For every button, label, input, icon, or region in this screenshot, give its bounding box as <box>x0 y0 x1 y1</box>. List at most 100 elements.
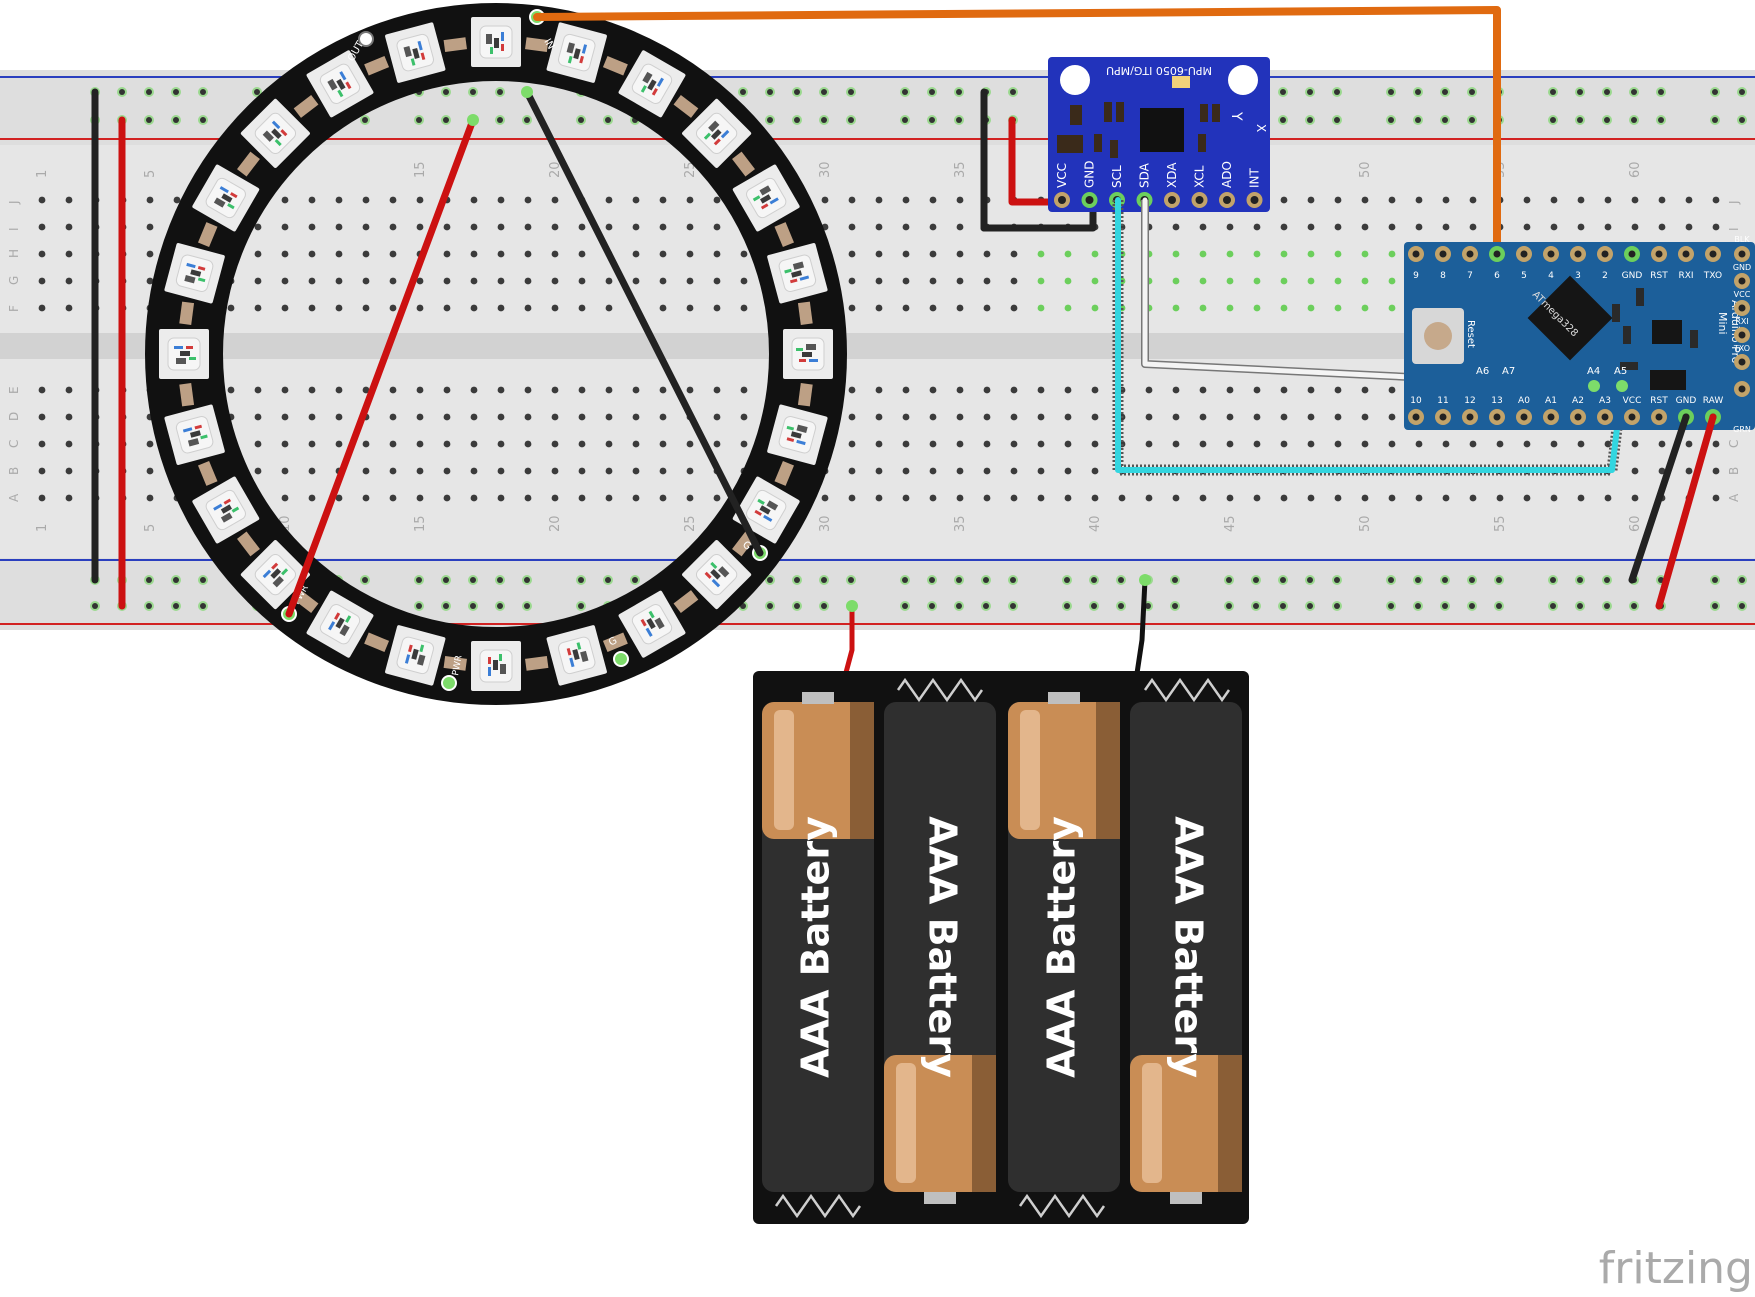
breadboard-hole[interactable] <box>1172 386 1180 394</box>
breadboard-hole[interactable] <box>1280 277 1288 285</box>
breadboard-hole[interactable] <box>551 467 559 475</box>
breadboard-hole[interactable] <box>1550 223 1558 231</box>
breadboard-hole[interactable] <box>497 467 505 475</box>
ring-power-wire[interactable] <box>285 116 477 618</box>
breadboard-hole[interactable] <box>713 386 721 394</box>
breadboard-hole[interactable] <box>551 196 559 204</box>
breadboard-hole[interactable] <box>605 494 613 502</box>
breadboard-hole[interactable] <box>281 277 289 285</box>
breadboard-hole[interactable] <box>578 494 586 502</box>
breadboard-hole[interactable] <box>1388 277 1396 285</box>
breadboard-hole[interactable] <box>605 413 613 421</box>
breadboard-hole[interactable] <box>389 413 397 421</box>
breadboard-hole[interactable] <box>281 494 289 502</box>
breadboard-hole[interactable] <box>1334 223 1342 231</box>
breadboard-hole[interactable] <box>1307 494 1315 502</box>
data-wire-orange[interactable] <box>533 6 1501 254</box>
breadboard-hole[interactable] <box>497 223 505 231</box>
breadboard-hole[interactable] <box>389 494 397 502</box>
breadboard-hole[interactable] <box>1361 386 1369 394</box>
breadboard-hole[interactable] <box>902 223 910 231</box>
breadboard-hole[interactable] <box>362 304 370 312</box>
breadboard-hole[interactable] <box>1172 277 1180 285</box>
breadboard-hole[interactable] <box>1388 250 1396 258</box>
breadboard-hole[interactable] <box>740 304 748 312</box>
breadboard-hole[interactable] <box>821 494 829 502</box>
arduino-reset-button[interactable] <box>1424 322 1452 350</box>
breadboard-hole[interactable] <box>1307 413 1315 421</box>
breadboard-hole[interactable] <box>1253 277 1261 285</box>
breadboard-hole[interactable] <box>470 304 478 312</box>
breadboard-hole[interactable] <box>1199 413 1207 421</box>
breadboard-hole[interactable] <box>524 223 532 231</box>
breadboard-hole[interactable] <box>1226 413 1234 421</box>
breadboard-hole[interactable] <box>335 413 343 421</box>
breadboard-hole[interactable] <box>875 277 883 285</box>
breadboard-hole[interactable] <box>362 250 370 258</box>
breadboard-hole[interactable] <box>443 413 451 421</box>
breadboard-hole[interactable] <box>362 223 370 231</box>
breadboard-hole[interactable] <box>902 494 910 502</box>
breadboard-hole[interactable] <box>497 386 505 394</box>
breadboard-hole[interactable] <box>1307 386 1315 394</box>
breadboard-hole[interactable] <box>1334 304 1342 312</box>
breadboard-hole[interactable] <box>929 250 937 258</box>
breadboard-hole[interactable] <box>956 250 964 258</box>
breadboard-hole[interactable] <box>1091 440 1099 448</box>
breadboard-hole[interactable] <box>1388 440 1396 448</box>
arduino-a5-pad[interactable] <box>1616 380 1628 392</box>
breadboard-hole[interactable] <box>497 250 505 258</box>
breadboard-hole[interactable] <box>524 467 532 475</box>
breadboard-hole[interactable] <box>1253 440 1261 448</box>
breadboard-hole[interactable] <box>1199 386 1207 394</box>
breadboard-hole[interactable] <box>1280 386 1288 394</box>
breadboard-hole[interactable] <box>1388 386 1396 394</box>
breadboard-hole[interactable] <box>173 196 181 204</box>
breadboard-hole[interactable] <box>416 440 424 448</box>
breadboard-hole[interactable] <box>254 304 262 312</box>
breadboard-hole[interactable] <box>308 250 316 258</box>
breadboard-hole[interactable] <box>875 304 883 312</box>
breadboard-hole[interactable] <box>281 386 289 394</box>
breadboard-hole[interactable] <box>1010 494 1018 502</box>
breadboard-hole[interactable] <box>1334 250 1342 258</box>
breadboard-hole[interactable] <box>65 223 73 231</box>
breadboard-hole[interactable] <box>524 277 532 285</box>
breadboard-hole[interactable] <box>740 250 748 258</box>
breadboard-hole[interactable] <box>578 223 586 231</box>
breadboard-hole[interactable] <box>308 440 316 448</box>
breadboard-hole[interactable] <box>659 277 667 285</box>
breadboard-hole[interactable] <box>713 304 721 312</box>
breadboard-hole[interactable] <box>65 413 73 421</box>
breadboard-hole[interactable] <box>1145 440 1153 448</box>
breadboard-hole[interactable] <box>578 304 586 312</box>
breadboard-hole[interactable] <box>1685 440 1693 448</box>
breadboard-hole[interactable] <box>551 304 559 312</box>
breadboard-hole[interactable] <box>1631 467 1639 475</box>
breadboard-hole[interactable] <box>848 250 856 258</box>
breadboard-hole[interactable] <box>497 196 505 204</box>
breadboard-hole[interactable] <box>578 386 586 394</box>
breadboard-hole[interactable] <box>1307 250 1315 258</box>
breadboard-hole[interactable] <box>281 467 289 475</box>
breadboard-hole[interactable] <box>1199 277 1207 285</box>
breadboard-hole[interactable] <box>308 304 316 312</box>
breadboard-hole[interactable] <box>470 494 478 502</box>
breadboard-hole[interactable] <box>1145 494 1153 502</box>
breadboard-hole[interactable] <box>632 196 640 204</box>
breadboard-hole[interactable] <box>605 386 613 394</box>
breadboard-hole[interactable] <box>983 386 991 394</box>
breadboard-hole[interactable] <box>686 196 694 204</box>
breadboard-hole[interactable] <box>308 494 316 502</box>
breadboard-hole[interactable] <box>929 494 937 502</box>
breadboard-hole[interactable] <box>1577 196 1585 204</box>
breadboard-hole[interactable] <box>524 413 532 421</box>
breadboard-hole[interactable] <box>1604 196 1612 204</box>
aaa-battery-cell[interactable]: AAA Battery <box>884 702 996 1204</box>
breadboard-hole[interactable] <box>686 440 694 448</box>
breadboard-hole[interactable] <box>1091 494 1099 502</box>
breadboard-hole[interactable] <box>1388 196 1396 204</box>
breadboard-hole[interactable] <box>524 494 532 502</box>
breadboard-hole[interactable] <box>38 467 46 475</box>
